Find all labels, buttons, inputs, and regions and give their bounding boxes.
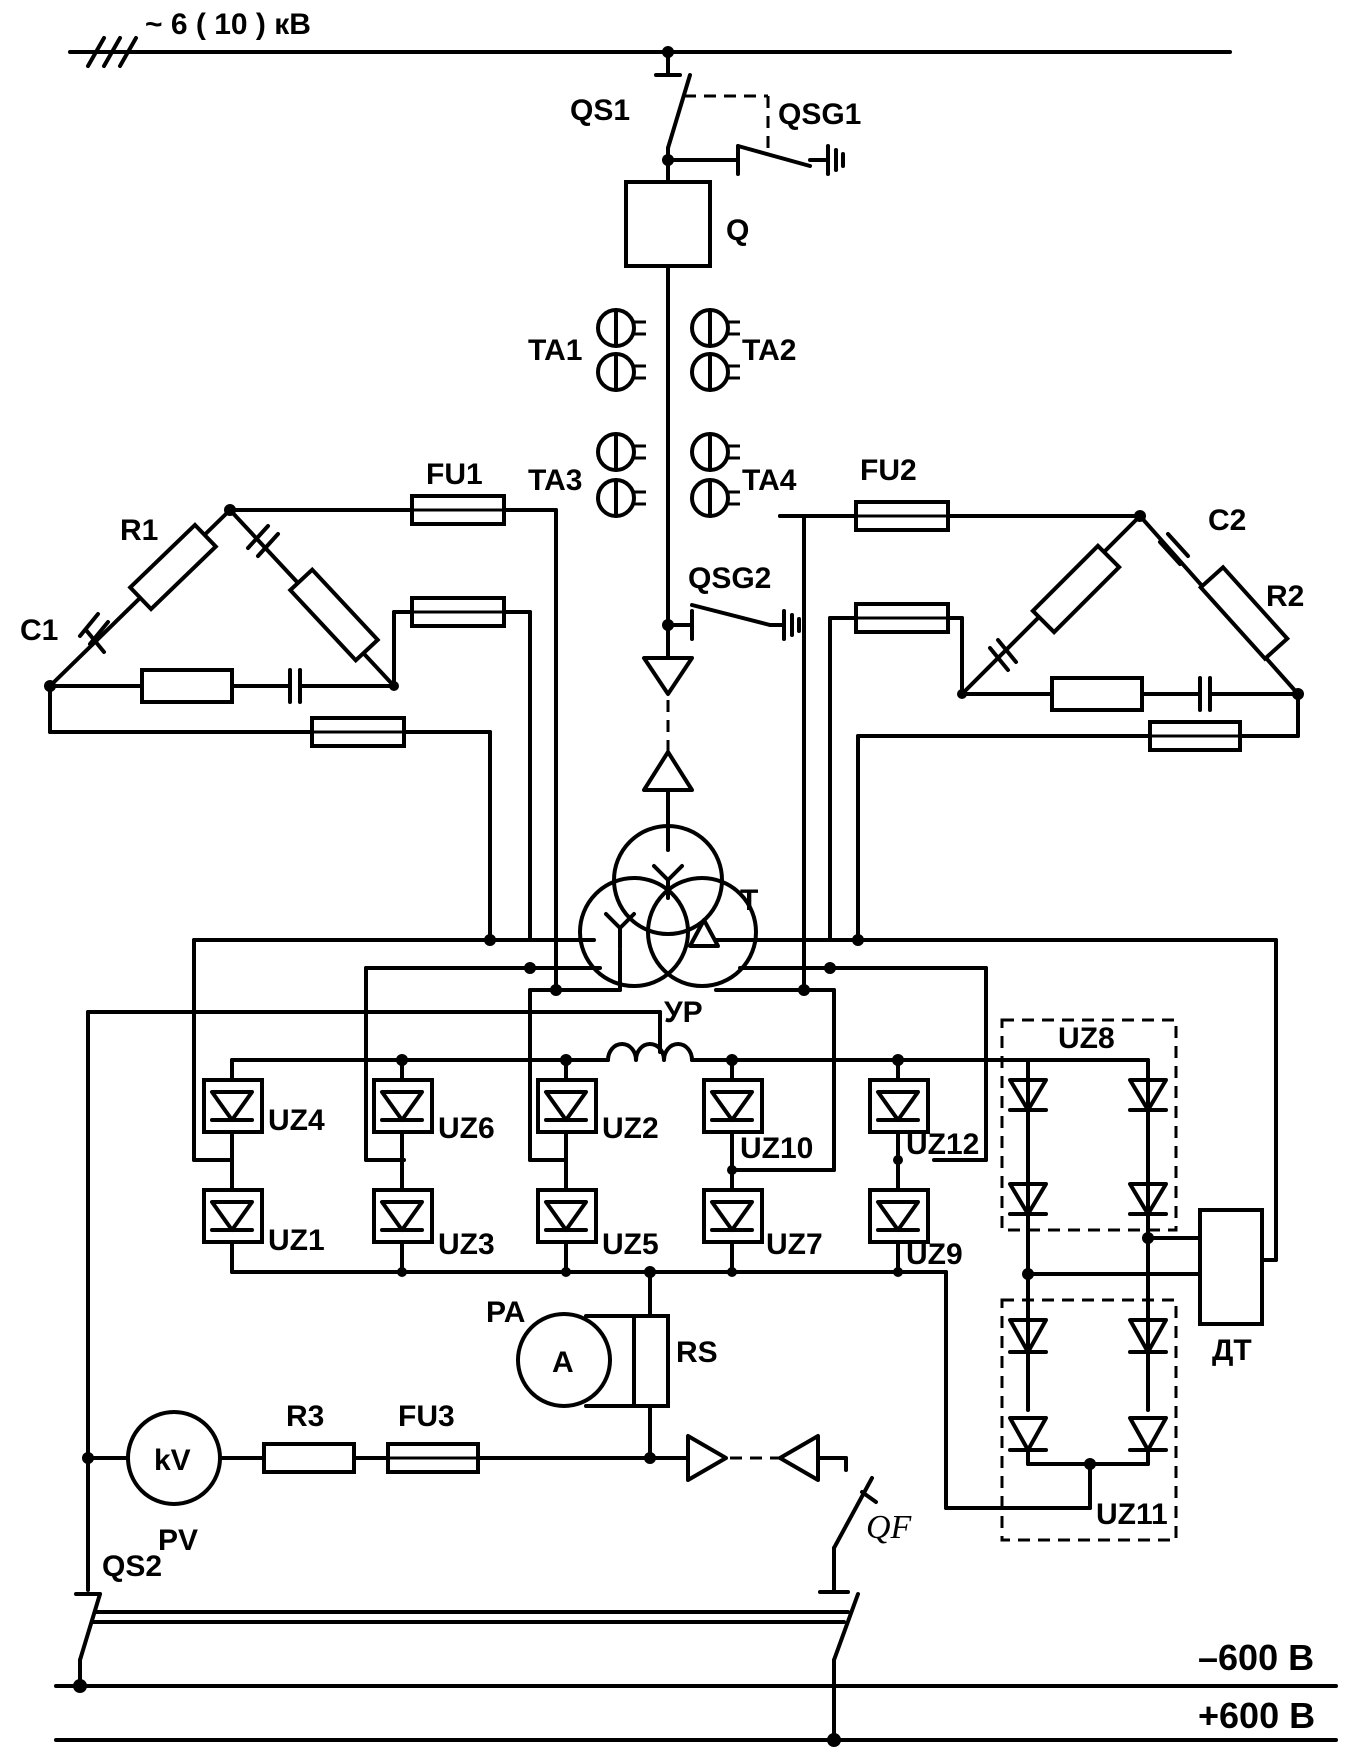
pa-label: PA (486, 1296, 525, 1329)
r2-label: R2 (1266, 580, 1304, 613)
circuit-breaker-qf: QF (818, 1476, 913, 1594)
t-label: T (740, 884, 758, 917)
ta3: TA3 (528, 432, 646, 518)
transformer-secondary-wiring (192, 934, 1278, 1262)
uz9-label: UZ9 (906, 1238, 963, 1271)
differential-transducer-dt: ДТ (1198, 1208, 1264, 1367)
voltmeter-symbol: kV (154, 1444, 191, 1477)
q-label: Q (726, 214, 749, 247)
qs1-label: QS1 (570, 94, 630, 127)
qsg1-label: QSG1 (778, 98, 861, 131)
voltmeter-circuit: kV PV R3 FU3 (82, 1010, 690, 1592)
uz8-label: UZ8 (1058, 1022, 1115, 1055)
right-rc-network: FU2 C2 R2 (778, 454, 1304, 992)
uz12: UZ12 (868, 1058, 979, 1161)
minus-bus-label: –600 В (1198, 1637, 1314, 1678)
yp-label: УР (664, 996, 703, 1029)
qsg2-label: QSG2 (688, 562, 771, 595)
ta1: TA1 (528, 308, 646, 392)
qs2-label: QS2 (102, 1550, 162, 1583)
ta2: TA2 (690, 308, 796, 392)
plug-connector-lv (686, 1434, 848, 1482)
fu2-label: FU2 (860, 454, 917, 487)
disconnector-qs2: QS2 (74, 1550, 860, 1742)
r3-label: R3 (286, 1400, 324, 1433)
uz5: UZ5 (536, 1188, 659, 1261)
ammeter-shunt: A PA RS (486, 1270, 718, 1460)
rs-label: RS (676, 1336, 718, 1369)
qf-label: QF (866, 1509, 913, 1546)
uz1: UZ1 (202, 1188, 325, 1257)
uz4: UZ4 (202, 1058, 325, 1137)
uz3-label: UZ3 (438, 1228, 495, 1261)
ta1-label: TA1 (528, 334, 582, 367)
dc-output-buses: –600 В +600 В (54, 1637, 1338, 1747)
uz2: UZ2 (536, 1058, 659, 1145)
three-winding-transformer-t: T (578, 824, 758, 988)
disconnector-qs1: QS1 (570, 46, 692, 166)
plus-bus-label: +600 В (1198, 1695, 1315, 1736)
uz6-label: UZ6 (438, 1112, 495, 1145)
fu1-label: FU1 (426, 458, 483, 491)
uz7-label: UZ7 (766, 1228, 823, 1261)
uz2-label: UZ2 (602, 1112, 659, 1145)
uz10-label: UZ10 (740, 1132, 813, 1165)
current-transformers: TA1 TA2 TA3 TA4 (528, 308, 797, 518)
c1-label: C1 (20, 614, 58, 647)
uz10: UZ10 (702, 1058, 813, 1165)
earthing-switch-qsg2: QSG2 (662, 562, 801, 641)
uz12-label: UZ12 (906, 1128, 979, 1161)
ta4-label: TA4 (742, 464, 797, 497)
ta3-label: TA3 (528, 464, 582, 497)
uz1-label: UZ1 (268, 1224, 325, 1257)
breaker-q: Q (624, 158, 749, 627)
uz11-block: UZ11 (1000, 1298, 1178, 1542)
pv-label: PV (158, 1524, 198, 1557)
fu3-label: FU3 (398, 1400, 455, 1433)
uz11-label: UZ11 (1096, 1498, 1168, 1531)
plug-connector-hv (642, 623, 694, 852)
ammeter-symbol: A (552, 1346, 574, 1379)
uz6: UZ6 (372, 1058, 495, 1145)
smoothing-reactor-yp: УР (86, 996, 1052, 1066)
dt-label: ДТ (1212, 1334, 1252, 1367)
uz5-label: UZ5 (602, 1228, 659, 1261)
ta2-label: TA2 (742, 334, 796, 367)
supply-voltage-label: ~ 6 ( 10 ) кВ (145, 8, 311, 41)
earthing-switch-qsg1: QSG1 (666, 94, 861, 176)
left-rc-network: R1 C1 FU1 (20, 458, 558, 992)
uz3: UZ3 (372, 1188, 495, 1261)
hv-supply-bus: ~ 6 ( 10 ) кВ (68, 8, 1232, 68)
ta4: TA4 (690, 432, 797, 518)
diode-bridge: UZ4 UZ1 UZ6 UZ3 (202, 1058, 1080, 1510)
c2-label: C2 (1208, 504, 1246, 537)
r1-label: R1 (120, 514, 158, 547)
uz9: UZ9 (868, 1188, 963, 1271)
uz4-label: UZ4 (268, 1104, 325, 1137)
uz7: UZ7 (702, 1188, 823, 1261)
